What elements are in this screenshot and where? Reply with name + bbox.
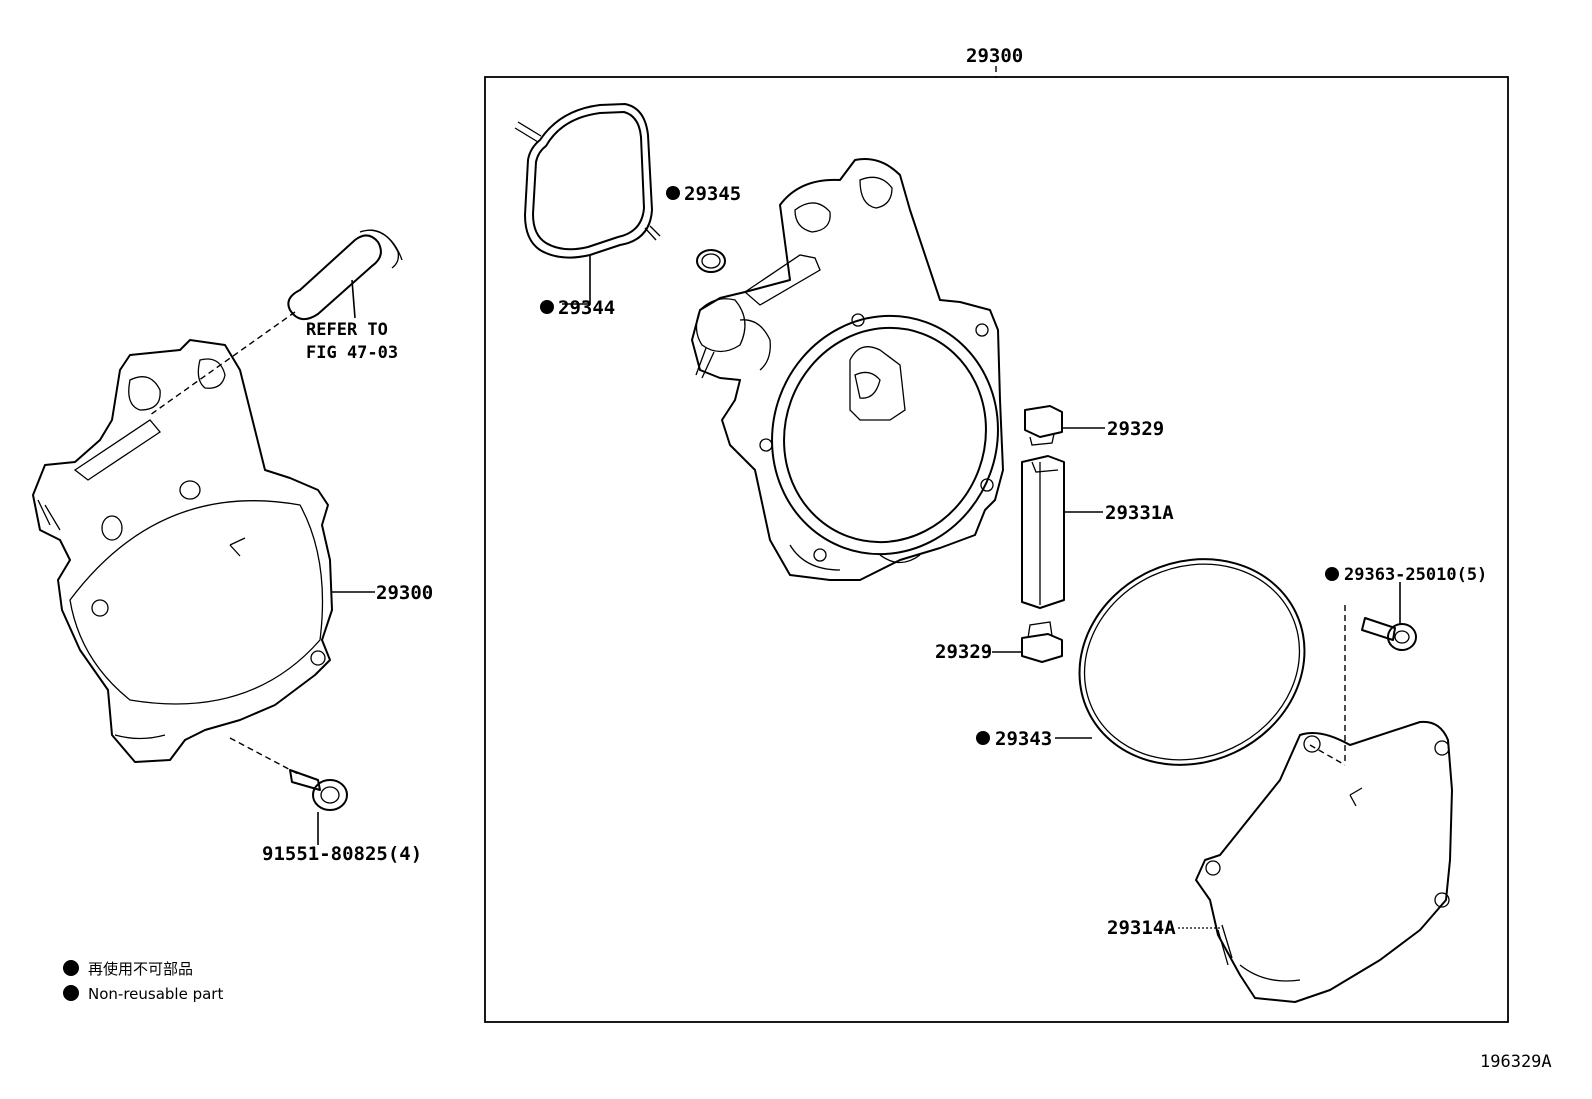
part-label-29329-top: 29329 <box>1107 418 1164 440</box>
nonreusable-mark-29344 <box>540 300 554 314</box>
refer-label-line1: REFER TO <box>306 320 388 340</box>
pump-cover-29314A <box>1178 720 1453 1003</box>
legend-line-english: Non-reusable part <box>88 985 223 1003</box>
legend-bullet-2 <box>63 985 79 1001</box>
part-label-29314A: 29314A <box>1107 917 1176 939</box>
legend: 再使用不可部品 Non-reusable part <box>63 960 223 1003</box>
o-ring-29343 <box>1055 558 1306 766</box>
pump-housing <box>691 158 1004 581</box>
o-ring-29345 <box>696 249 726 273</box>
refer-label-line2: FIG 47-03 <box>306 343 398 363</box>
vane-tip-29329-top <box>1024 405 1105 446</box>
vane-tip-29329-bottom <box>992 621 1063 663</box>
part-label-29344: 29344 <box>558 297 615 319</box>
left-assembled-pump <box>32 229 403 845</box>
nonreusable-mark-29363 <box>1325 567 1339 581</box>
gasket-29344 <box>514 103 661 305</box>
nonreusable-mark-29345 <box>666 186 680 200</box>
pump-assembly-label: 29300 <box>376 582 433 604</box>
part-label-29331A: 29331A <box>1105 502 1174 524</box>
rotor-blade-29331A <box>1021 455 1103 609</box>
part-label-29329-bottom: 29329 <box>935 641 992 663</box>
part-label-29345: 29345 <box>684 183 741 205</box>
legend-line-japanese: 再使用不可部品 <box>88 960 193 978</box>
nonreusable-mark-29343 <box>976 731 990 745</box>
assembly-frame <box>484 76 1509 1023</box>
legend-bullet-1 <box>63 960 79 976</box>
assembly-number-label: 29300 <box>966 45 1023 67</box>
figure-code: 196329A <box>1480 1052 1552 1072</box>
screw-29363-25010 <box>1344 582 1417 765</box>
bolt-part-label: 91551-80825(4) <box>262 843 422 865</box>
part-label-29343: 29343 <box>995 728 1052 750</box>
part-label-29363: 29363-25010(5) <box>1344 565 1487 585</box>
